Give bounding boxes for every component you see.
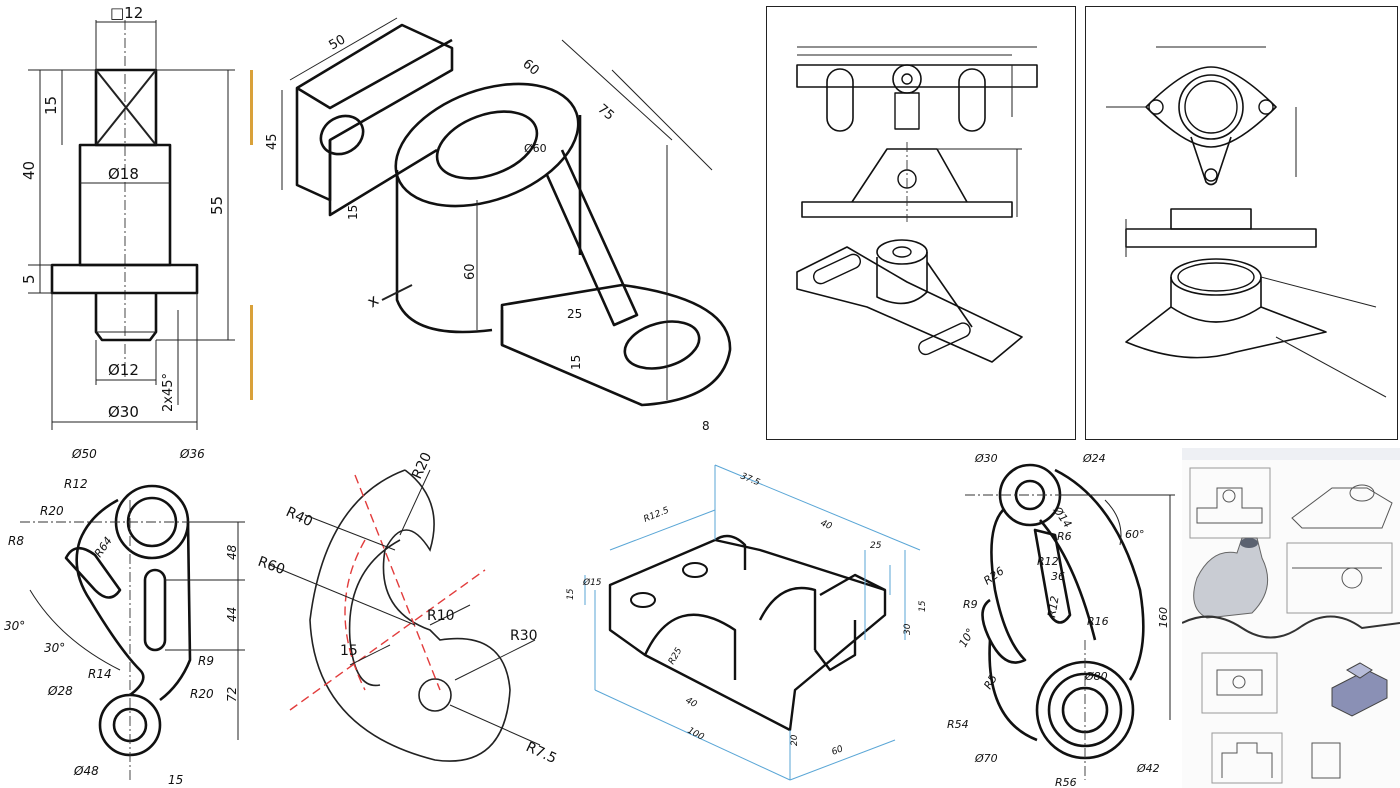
arm-dim: Ø36 [179, 447, 205, 461]
arm-dim: 30° [44, 641, 65, 655]
iso-dim: 45 [265, 133, 280, 150]
crank-dim: R16 [1087, 615, 1109, 628]
iso-dim: 8 [702, 419, 710, 433]
hook-dim: R30 [510, 628, 538, 644]
hook-dim: R7.5 [523, 739, 559, 767]
hook-dim: R60 [256, 554, 287, 578]
crank-dim: Ø24 [1082, 452, 1106, 465]
arm-dim: 72 [225, 687, 239, 702]
arm-dim: 15 [168, 773, 183, 787]
crank-dim: 60° [1125, 528, 1145, 541]
saddle-dim: 40 [684, 696, 699, 710]
hook-drawing: R20 R40 R60 R10 R30 15 R7.5 [255, 440, 565, 788]
iso-dim: 15 [346, 205, 360, 220]
dim-dia-30: Ø30 [108, 403, 139, 421]
hook-dim: R20 [409, 450, 435, 482]
crank-dim: 36 [1051, 570, 1065, 583]
crank-dim: R5 [981, 672, 1000, 691]
saddle-dim: R25 [667, 646, 685, 667]
crank-dim: 10° [956, 626, 977, 649]
divider-mark [250, 70, 253, 145]
saddle-isometric-drawing: 37.5 R12.5 40 25 Ø15 15 30 R25 40 100 20… [565, 440, 945, 788]
crank-dim: R12 [1045, 595, 1062, 619]
crank-dim: 160 [1157, 607, 1170, 628]
hook-dim: 15 [340, 643, 358, 659]
saddle-dim: 15 [566, 588, 576, 600]
arm-dim: Ø50 [71, 447, 97, 461]
crank-dim: R56 [1055, 776, 1077, 788]
dim-5: 5 [20, 274, 38, 284]
arm-dim: R20 [190, 687, 214, 701]
dim-55: 55 [208, 196, 226, 215]
three-view-drawing-a [766, 6, 1076, 440]
shaft-drawing: □12 15 40 5 55 Ø18 Ø12 Ø30 2x45° [0, 0, 250, 440]
dim-square-12: □12 [110, 4, 143, 22]
crank-dim: Ø70 [974, 752, 998, 765]
arm-dim: R12 [64, 477, 88, 491]
dim-dia-12: Ø12 [108, 361, 139, 379]
iso-dim: 15 [569, 355, 583, 370]
crank-dim: Ø42 [1136, 762, 1160, 775]
cad-thumbnail-collage [1182, 448, 1400, 788]
axis-x-label: x [363, 290, 382, 311]
three-view-drawing-b [1085, 6, 1398, 440]
dim-15: 15 [42, 96, 60, 115]
isometric-bracket-drawing: 50 45 15 60 75 Ø60 60 25 15 8 x [262, 0, 762, 440]
hook-dim: R40 [283, 504, 315, 530]
saddle-dim: 25 [870, 541, 882, 551]
saddle-dim: 60 [830, 744, 845, 758]
crank-dim: R12 [1037, 555, 1059, 568]
arm-dim: R20 [40, 504, 64, 518]
arm-dim: 48 [225, 544, 239, 560]
saddle-dim: Ø15 [582, 577, 602, 588]
saddle-dim: 30 [903, 623, 913, 635]
iso-dim: 60 [519, 57, 541, 79]
dim-dia-18: Ø18 [108, 165, 139, 183]
saddle-dim: R12.5 [642, 506, 670, 525]
crank-dim: R54 [947, 718, 969, 731]
crank-dim: R6 [1057, 530, 1072, 543]
saddle-dim: 20 [790, 734, 800, 746]
arm-dim: R9 [198, 654, 214, 668]
saddle-dim: 15 [918, 600, 928, 612]
saddle-dim: 40 [819, 519, 834, 533]
crank-dim: Ø80 [1084, 670, 1108, 683]
arm-dim: 30° [4, 619, 25, 633]
iso-dim: Ø60 [524, 142, 547, 155]
iso-dim: 25 [567, 307, 582, 321]
divider-mark [250, 305, 253, 400]
iso-dim: 75 [594, 102, 616, 124]
dim-chamfer: 2x45° [161, 373, 176, 412]
saddle-dim: 100 [686, 726, 706, 743]
iso-dim: 60 [463, 263, 478, 280]
arm-dim: Ø48 [73, 764, 99, 778]
arm-dim: R14 [88, 667, 112, 681]
arm-dim: R8 [8, 534, 24, 548]
saddle-dim: 37.5 [739, 472, 762, 489]
arm-dim: 44 [225, 607, 239, 622]
crank-arm-drawing: Ø30 Ø24 Ø14 R6 60° R12 36 R9 R26 R16 R12… [945, 440, 1185, 788]
dim-40: 40 [20, 161, 38, 180]
hook-dim: R10 [427, 608, 455, 624]
crank-dim: Ø14 [1050, 503, 1074, 530]
lever-arm-drawing: Ø50 Ø36 R12 R20 R8 R64 30° 30° R14 R9 Ø2… [0, 440, 255, 788]
crank-dim: Ø30 [974, 452, 998, 465]
iso-dim: 50 [327, 32, 349, 53]
crank-dim: R9 [963, 598, 978, 611]
arm-dim: Ø28 [47, 684, 73, 698]
